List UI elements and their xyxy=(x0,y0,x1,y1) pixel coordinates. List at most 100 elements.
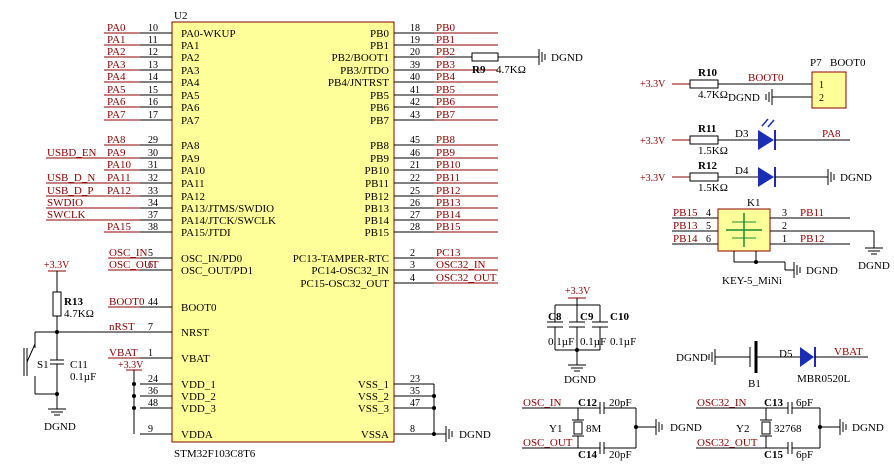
r9-resistor: DGND R9 4.7KΩ xyxy=(446,48,583,76)
y2-ref: Y2 xyxy=(736,423,749,435)
led-circuit: +3.3V R11 1.5KΩ D3 PA8 +3.3V R12 1.5KΩ D… xyxy=(640,118,872,194)
c15-ref: C15 xyxy=(764,449,783,461)
pin-name: VBAT xyxy=(181,353,210,365)
pin-net: PA9 xyxy=(107,147,126,159)
pin-number: 43 xyxy=(410,110,420,121)
pin-number: 6 xyxy=(148,260,153,271)
k1-gnd-r: DGND xyxy=(858,260,890,272)
pin-number: 12 xyxy=(148,47,158,58)
pin-net: PB13 xyxy=(436,197,461,209)
pin-name: PC13-TAMPER-RTC xyxy=(293,253,389,265)
pin-net: PA8 xyxy=(107,134,126,146)
pin-name: PB4/JNTRST xyxy=(328,77,389,89)
key-left-num: 4 xyxy=(706,208,711,219)
net-usbd-en: USBD_EN xyxy=(47,147,97,159)
bat-gnd: DGND xyxy=(676,352,708,364)
c12-value: 20pF xyxy=(609,397,632,409)
pin-number: 9 xyxy=(148,424,153,435)
y1-value: 8M xyxy=(586,423,602,435)
pin-net: OSC32_OUT xyxy=(436,272,497,284)
pin-name: PB3/JTDO xyxy=(340,65,389,77)
led2-vcc: +3.3V xyxy=(640,173,666,184)
pin-name: PA1 xyxy=(181,40,200,52)
bat-net: VBAT xyxy=(834,346,863,358)
c13-ref: C13 xyxy=(764,397,783,409)
vdd-rail: +3.3V xyxy=(118,360,144,434)
pin-net: PA15 xyxy=(107,221,132,233)
osc32-in-net: OSC32_IN xyxy=(697,397,747,409)
pin-number: 19 xyxy=(410,35,420,46)
pin-name: PC14-OSC32_IN xyxy=(311,265,389,277)
dec-vcc: +3.3V xyxy=(565,286,591,297)
y2-value: 32768 xyxy=(774,423,802,435)
pin-number: 23 xyxy=(410,374,420,385)
pin-name: PB10 xyxy=(365,165,390,177)
pin-net: OSC32_IN xyxy=(436,259,486,271)
b1-ref: B1 xyxy=(748,378,761,390)
pin-net: PC13 xyxy=(436,247,461,259)
pin-net: PB7 xyxy=(436,109,455,121)
pin-net: BOOT0 xyxy=(109,296,145,308)
pin-name: PA3 xyxy=(181,65,200,77)
c10-value: 0.1µF xyxy=(610,336,636,348)
c11-value: 0.1µF xyxy=(70,371,96,383)
pin-net: PB2 xyxy=(436,46,455,58)
c9-value: 0.1µF xyxy=(580,336,606,348)
pin-name: PB5 xyxy=(370,90,389,102)
pin-net: PA3 xyxy=(107,59,126,71)
osc32-out-net: OSC32_OUT xyxy=(697,437,758,449)
key-right-num: 2 xyxy=(782,221,787,232)
pin-name: PC15-OSC32_OUT xyxy=(300,278,389,290)
c8-value: 0.1µF xyxy=(548,336,574,348)
r13-vcc: +3.3V xyxy=(44,260,70,271)
pin-net: PA1 xyxy=(107,34,126,46)
r9-value: 4.7KΩ xyxy=(496,64,526,76)
pin-name: OSC_IN/PD0 xyxy=(181,253,243,265)
pin-number: 39 xyxy=(410,60,420,71)
pin-number: 34 xyxy=(148,198,158,209)
pin-net: PB12 xyxy=(436,185,460,197)
c14-value: 20pF xyxy=(609,449,632,461)
pin-name: PB9 xyxy=(370,153,389,165)
pin-name: VDDA xyxy=(181,429,213,441)
pin-number: 20 xyxy=(410,47,420,58)
pin-number: 8 xyxy=(410,424,415,435)
r9-ref: R9 xyxy=(472,64,486,76)
vss-rail: DGND xyxy=(432,384,491,443)
pin-name: PB6 xyxy=(370,102,389,114)
pin-net: PB15 xyxy=(436,221,461,233)
vss-gnd-label: DGND xyxy=(459,429,491,441)
pin-number: 7 xyxy=(148,322,153,333)
key-left-net: PB14 xyxy=(673,233,698,245)
pin-number: 32 xyxy=(148,173,158,184)
pin-net: PA0 xyxy=(107,22,126,34)
pin-net: PB9 xyxy=(436,147,455,159)
key-left-net: PB13 xyxy=(673,220,698,232)
c10-ref: C10 xyxy=(610,311,629,323)
c9-ref: C9 xyxy=(580,311,594,323)
pin-number: 14 xyxy=(148,72,158,83)
pin-net: PA2 xyxy=(107,46,126,58)
pin-number: 11 xyxy=(148,35,158,46)
pin-net: PB14 xyxy=(436,209,461,221)
pin-name: PA12 xyxy=(181,191,205,203)
pin-net: PB0 xyxy=(436,22,455,34)
key-left-num: 6 xyxy=(706,234,711,245)
pin-number: 41 xyxy=(410,85,420,96)
pin-name: PB15 xyxy=(365,227,390,239)
pin-number: 36 xyxy=(148,386,158,397)
pin-number: 10 xyxy=(148,23,158,34)
